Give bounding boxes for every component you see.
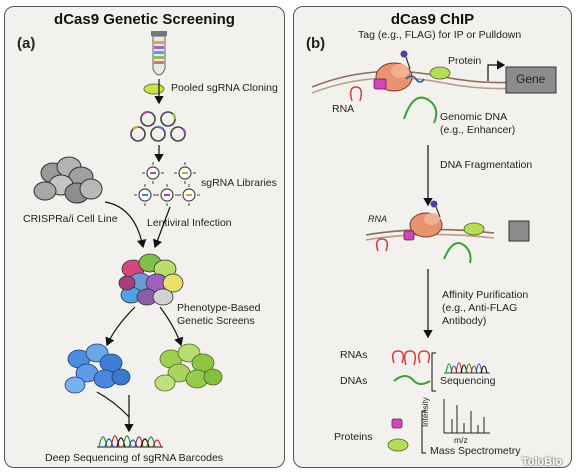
gene-fragment-box xyxy=(508,220,530,242)
rna-fragment-hairpin-icon xyxy=(375,238,389,252)
phenotype-screens-label-2: Genetic Screens xyxy=(177,315,255,327)
enhancer-fragment-loop xyxy=(443,242,472,264)
plasmid-pellet-icon xyxy=(143,83,165,95)
mass-spectrum-icon xyxy=(443,399,490,434)
lentiviral-infection-label: Lentiviral Infection xyxy=(147,217,232,229)
dnas-label: DNAs xyxy=(340,375,368,387)
genetic-screening-panel: dCas9 Genetic Screening (a) xyxy=(4,6,285,468)
sample-tube-icon xyxy=(151,31,167,76)
phenotype-screens-label-1: Phenotype-Based xyxy=(177,302,261,314)
purified-rnas-icon xyxy=(391,350,431,366)
sequencing-trace-icon xyxy=(444,362,490,374)
right-panel-label: (b) xyxy=(306,35,326,52)
affinity-label-2: (e.g., Anti-FLAG xyxy=(442,302,518,314)
green-cell-cluster-icon xyxy=(154,343,223,392)
right-panel-title: dCas9 ChIP xyxy=(390,11,475,28)
gene-box xyxy=(505,66,557,94)
mass-spec-label: Mass Spectrometry xyxy=(430,445,521,457)
pooled-cloning-label: Pooled sgRNA Cloning xyxy=(171,82,278,94)
rnas-label: RNAs xyxy=(340,349,368,361)
deep-sequencing-label: Deep Sequencing of sgRNA Barcodes xyxy=(45,452,224,464)
cell-line-label: CRISPRa/i Cell Line xyxy=(23,213,118,225)
affinity-label-1: Affinity Purification xyxy=(442,289,529,301)
rna-hairpin-icon xyxy=(349,86,363,102)
watermark: TolоBio xyxy=(521,456,562,468)
gray-cell-cluster-icon xyxy=(33,156,103,204)
green-protein-icon xyxy=(387,438,409,452)
arrow-screen-right xyxy=(159,306,184,347)
rna-small-label: RNA xyxy=(368,214,388,224)
seq-bracket xyxy=(431,352,436,392)
gene-label: Gene xyxy=(516,72,546,86)
genomic-dna-label-1: Genomic DNA xyxy=(440,111,508,123)
screening-artwork xyxy=(33,31,223,448)
pink-protein-icon xyxy=(391,418,403,429)
dna-fragmentation-label: DNA Fragmentation xyxy=(440,159,533,171)
purified-dnas-icon xyxy=(393,375,431,385)
affinity-label-3: Antibody) xyxy=(442,315,487,327)
chip-artwork xyxy=(311,50,557,454)
tag-label: Tag (e.g., FLAG) for IP or Pulldown xyxy=(358,29,522,41)
dcas9-complex-fragment-icon xyxy=(403,200,485,241)
left-panel-title: dCas9 Genetic Screening xyxy=(54,11,235,28)
rna-label: RNA xyxy=(332,103,355,115)
protein-label: Protein xyxy=(448,55,482,67)
lentivirus-particles-icon xyxy=(138,166,196,202)
enhancer-dna-loop xyxy=(403,96,438,124)
arrow-screen-left xyxy=(105,306,136,347)
sgrna-libraries-label: sgRNA Libraries xyxy=(201,177,277,189)
left-panel-label: (a) xyxy=(17,35,36,52)
genomic-dna-label-2: (e.g., Enhancer) xyxy=(440,124,516,136)
blue-cell-cluster-icon xyxy=(64,343,131,394)
arrow-merge-left xyxy=(96,391,130,418)
transcription-start-arrow xyxy=(487,60,506,81)
sequencing-chromatogram-icon xyxy=(97,435,163,448)
mz-axis-label: m/z xyxy=(454,435,468,445)
infected-cell-cluster-icon xyxy=(118,253,184,306)
sequencing-label: Sequencing xyxy=(440,375,496,387)
ms-bracket xyxy=(421,410,426,454)
proteins-label: Proteins xyxy=(334,431,373,443)
intensity-axis-label: Intensity xyxy=(421,397,430,427)
dcas9-complex-icon xyxy=(373,50,451,92)
chip-panel: dCas9 ChIP (b) xyxy=(293,6,572,468)
virus-spikes xyxy=(134,162,200,206)
arrow-infection-right xyxy=(153,206,171,249)
arrow-infection-left xyxy=(104,201,147,249)
